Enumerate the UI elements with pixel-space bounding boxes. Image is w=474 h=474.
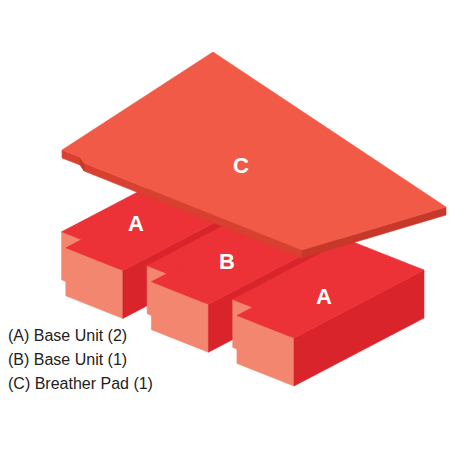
part-list-item: (B) Base Unit (1)	[8, 348, 153, 372]
breather-pad-shape	[61, 51, 447, 259]
breather-pad: C	[61, 51, 447, 259]
part-letter: B	[219, 250, 235, 274]
part-letter: A	[316, 285, 332, 309]
part-list-item: (C) Breather Pad (1)	[8, 372, 153, 396]
base-unit-shape	[231, 238, 425, 387]
part-letter: C	[233, 154, 249, 178]
part-letter: A	[128, 212, 144, 236]
base-unit: A	[231, 238, 425, 387]
part-list: (A) Base Unit (2)(B) Base Unit (1)(C) Br…	[8, 324, 153, 396]
face	[237, 247, 424, 338]
part-list-item: (A) Base Unit (2)	[8, 324, 153, 348]
